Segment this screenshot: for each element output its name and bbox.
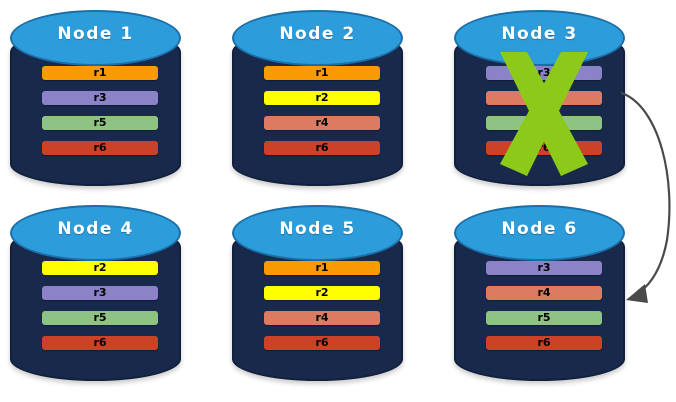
- record-label: r3: [537, 66, 551, 79]
- record-label: r4: [315, 311, 329, 324]
- database-node-4[interactable]: Node 4 r2 r3 r5 r6: [10, 205, 181, 381]
- record-bar[interactable]: r3: [486, 66, 602, 80]
- record-bar[interactable]: r3: [486, 261, 602, 275]
- record-bar[interactable]: r6: [264, 141, 380, 155]
- cylinder-top-ellipse: [10, 10, 181, 66]
- cylinder-top-ellipse: [232, 10, 403, 66]
- record-bar[interactable]: r5: [486, 311, 602, 325]
- node-label: Node 6: [501, 219, 578, 239]
- record-bar[interactable]: r5: [486, 116, 602, 130]
- record-bar[interactable]: r6: [264, 336, 380, 350]
- record-bar[interactable]: r3: [42, 286, 158, 300]
- record-bar[interactable]: r1: [264, 66, 380, 80]
- record-bar[interactable]: r4: [264, 116, 380, 130]
- record-label: r6: [93, 336, 107, 349]
- node-label: Node 5: [279, 219, 356, 239]
- record-label: r1: [315, 66, 329, 79]
- record-bar[interactable]: r2: [264, 286, 380, 300]
- record-label: r6: [537, 141, 551, 154]
- record-bar[interactable]: r2: [264, 91, 380, 105]
- record-bar[interactable]: r5: [42, 116, 158, 130]
- record-list: r2 r3 r5 r6: [42, 261, 158, 350]
- record-list: r1 r2 r4 r6: [264, 261, 380, 350]
- cylinder-top-ellipse: [10, 205, 181, 261]
- record-label: r4: [537, 286, 551, 299]
- record-label: r2: [93, 261, 107, 274]
- cylinder-top-ellipse: [232, 205, 403, 261]
- node-label: Node 2: [279, 24, 356, 44]
- database-node-2[interactable]: Node 2 r1 r2 r4 r6: [232, 10, 403, 186]
- record-label: r5: [537, 311, 551, 324]
- record-bar[interactable]: r6: [42, 336, 158, 350]
- record-bar[interactable]: r4: [486, 91, 602, 105]
- record-list: r1 r2 r4 r6: [264, 66, 380, 155]
- record-label: r2: [315, 91, 329, 104]
- node-label: Node 3: [501, 24, 578, 44]
- record-list: r3 r4 r5 r6: [486, 261, 602, 350]
- record-label: r3: [93, 286, 107, 299]
- record-label: r3: [537, 261, 551, 274]
- record-bar[interactable]: r4: [486, 286, 602, 300]
- record-label: r6: [537, 336, 551, 349]
- record-bar[interactable]: r1: [264, 261, 380, 275]
- record-bar[interactable]: r6: [486, 141, 602, 155]
- record-list: r3 r4 r5 r6: [486, 66, 602, 155]
- database-node-6[interactable]: Node 6 r3 r4 r5 r6: [454, 205, 625, 381]
- database-node-5[interactable]: Node 5 r1 r2 r4 r6: [232, 205, 403, 381]
- record-list: r1 r3 r5 r6: [42, 66, 158, 155]
- record-bar[interactable]: r6: [486, 336, 602, 350]
- record-bar[interactable]: r1: [42, 66, 158, 80]
- record-label: r3: [93, 91, 107, 104]
- record-label: r5: [537, 116, 551, 129]
- record-bar[interactable]: r6: [42, 141, 158, 155]
- record-label: r1: [315, 261, 329, 274]
- record-bar[interactable]: r4: [264, 311, 380, 325]
- record-bar[interactable]: r3: [42, 91, 158, 105]
- record-bar[interactable]: r5: [42, 311, 158, 325]
- record-label: r5: [93, 311, 107, 324]
- record-bar[interactable]: r2: [42, 261, 158, 275]
- record-label: r6: [315, 336, 329, 349]
- record-label: r5: [93, 116, 107, 129]
- record-label: r2: [315, 286, 329, 299]
- record-label: r4: [315, 116, 329, 129]
- database-node-1[interactable]: Node 1 r1 r3 r5 r6: [10, 10, 181, 186]
- record-label: r6: [93, 141, 107, 154]
- node-label: Node 1: [57, 24, 134, 44]
- cylinder-top-ellipse: [454, 205, 625, 261]
- record-label: r1: [93, 66, 107, 79]
- record-label: r4: [537, 91, 551, 104]
- database-node-3[interactable]: Node 3 r3 r4 r5 r6: [454, 10, 625, 186]
- node-label: Node 4: [57, 219, 134, 239]
- record-label: r6: [315, 141, 329, 154]
